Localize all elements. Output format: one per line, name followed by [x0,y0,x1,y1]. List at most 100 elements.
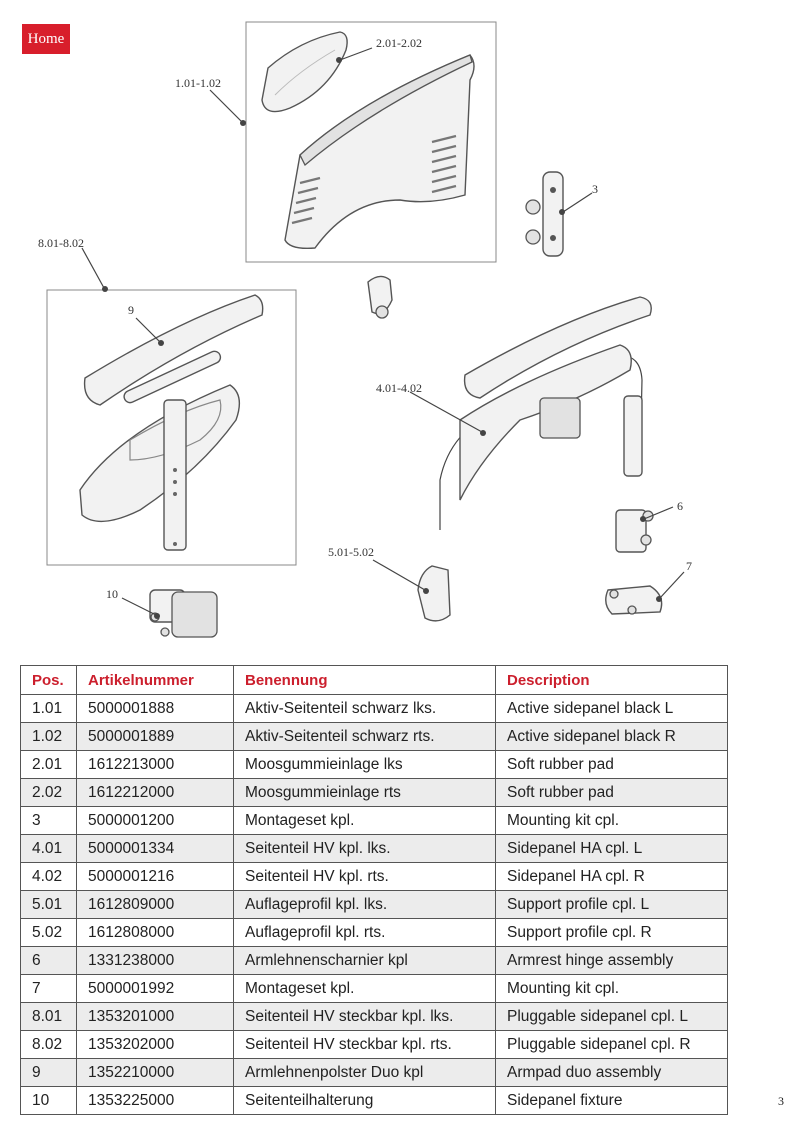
cell-description: Active sidepanel black L [495,694,728,723]
cell-article-number: 1612212000 [76,778,234,807]
cell-article-number: 5000001889 [76,722,234,751]
cell-article-number: 5000001888 [76,694,234,723]
header-article-number: Artikelnummer [76,665,234,695]
cell-name: Seitenteil HV steckbar kpl. lks. [233,1002,496,1031]
active-sidepanel [284,54,475,250]
cell-article-number: 5000001200 [76,806,234,835]
callout-2: 2.01-2.02 [376,36,422,50]
cell-pos: 6 [20,946,77,975]
cell-article-number: 1353225000 [76,1086,234,1115]
cell-description: Support profile cpl. L [495,890,728,919]
cell-name: Seitenteil HV steckbar kpl. rts. [233,1030,496,1059]
cell-pos: 9 [20,1058,77,1087]
cell-article-number: 1353201000 [76,1002,234,1031]
cell-name: Moosgummieinlage lks [233,750,496,779]
callout-7: 7 [686,559,692,573]
cell-description: Sidepanel HA cpl. R [495,862,728,891]
cell-pos: 10 [20,1086,77,1115]
cell-description: Soft rubber pad [495,750,728,779]
cell-name: Seitenteil HV kpl. lks. [233,834,496,863]
cell-name: Auflageprofil kpl. lks. [233,890,496,919]
cell-pos: 5.02 [20,918,77,947]
cell-description: Mounting kit cpl. [495,806,728,835]
soft-rubber-pad [261,31,348,113]
cell-pos: 4.01 [20,834,77,863]
cell-pos: 1.01 [20,694,77,723]
cell-description: Sidepanel HA cpl. L [495,834,728,863]
mounting-kit [525,171,564,257]
cell-name: Montageset kpl. [233,974,496,1003]
frame-active-sidepanel [245,21,497,263]
cell-pos: 4.02 [20,862,77,891]
cell-pos: 2.01 [20,750,77,779]
callout-4: 4.01-4.02 [376,381,422,395]
header-pos: Pos. [20,665,77,695]
cell-pos: 3 [20,806,77,835]
cell-article-number: 1612213000 [76,750,234,779]
cell-article-number: 5000001216 [76,862,234,891]
table-header-row: Pos. Artikelnummer Benennung Description [20,665,728,695]
cell-name: Armlehnenpolster Duo kpl [233,1058,496,1087]
exploded-parts-diagram: 1.01-1.02 2.01-2.02 3 4.01-4.02 5.01-5.0… [38,21,692,638]
cell-article-number: 1353202000 [76,1030,234,1059]
parts-table: Pos. Artikelnummer Benennung Description… [20,665,728,1115]
callout-3: 3 [592,182,598,196]
sidepanel-ha [439,296,652,530]
callout-5: 5.01-5.02 [328,545,374,559]
pluggable-sidepanel [79,384,241,551]
callout-6: 6 [677,499,683,513]
mounting-kit-7 [605,585,663,615]
cell-article-number: 1331238000 [76,946,234,975]
cell-pos: 7 [20,974,77,1003]
home-button[interactable]: Home [22,24,70,54]
cell-pos: 1.02 [20,722,77,751]
cell-description: Active sidepanel black R [495,722,728,751]
cell-description: Armpad duo assembly [495,1058,728,1087]
sidepanel-fixture [149,589,218,638]
cell-name: Seitenteil HV kpl. rts. [233,862,496,891]
cell-article-number: 1612808000 [76,918,234,947]
callout-9: 9 [128,303,134,317]
cell-pos: 5.01 [20,890,77,919]
frame-pluggable-sidepanel [46,289,297,566]
cell-description: Pluggable sidepanel cpl. L [495,1002,728,1031]
leader-lines [81,47,685,619]
cell-article-number: 1352210000 [76,1058,234,1087]
armrest-hinge [615,509,654,553]
cell-description: Armrest hinge assembly [495,946,728,975]
cell-name: Seitenteilhalterung [233,1086,496,1115]
cell-description: Soft rubber pad [495,778,728,807]
armpad-duo [83,294,264,406]
support-profile [417,565,451,622]
callout-10: 10 [106,587,118,601]
page-number: 3 [778,1094,784,1108]
cell-name: Aktiv-Seitenteil schwarz lks. [233,694,496,723]
callout-8: 8.01-8.02 [38,236,84,250]
header-description: Description [495,665,728,695]
cell-article-number: 5000001334 [76,834,234,863]
hinge-bracket [367,275,393,319]
cell-name: Aktiv-Seitenteil schwarz rts. [233,722,496,751]
cell-description: Pluggable sidepanel cpl. R [495,1030,728,1059]
cell-article-number: 1612809000 [76,890,234,919]
cell-pos: 8.01 [20,1002,77,1031]
cell-description: Support profile cpl. R [495,918,728,947]
cell-pos: 8.02 [20,1030,77,1059]
cell-article-number: 5000001992 [76,974,234,1003]
cell-name: Montageset kpl. [233,806,496,835]
